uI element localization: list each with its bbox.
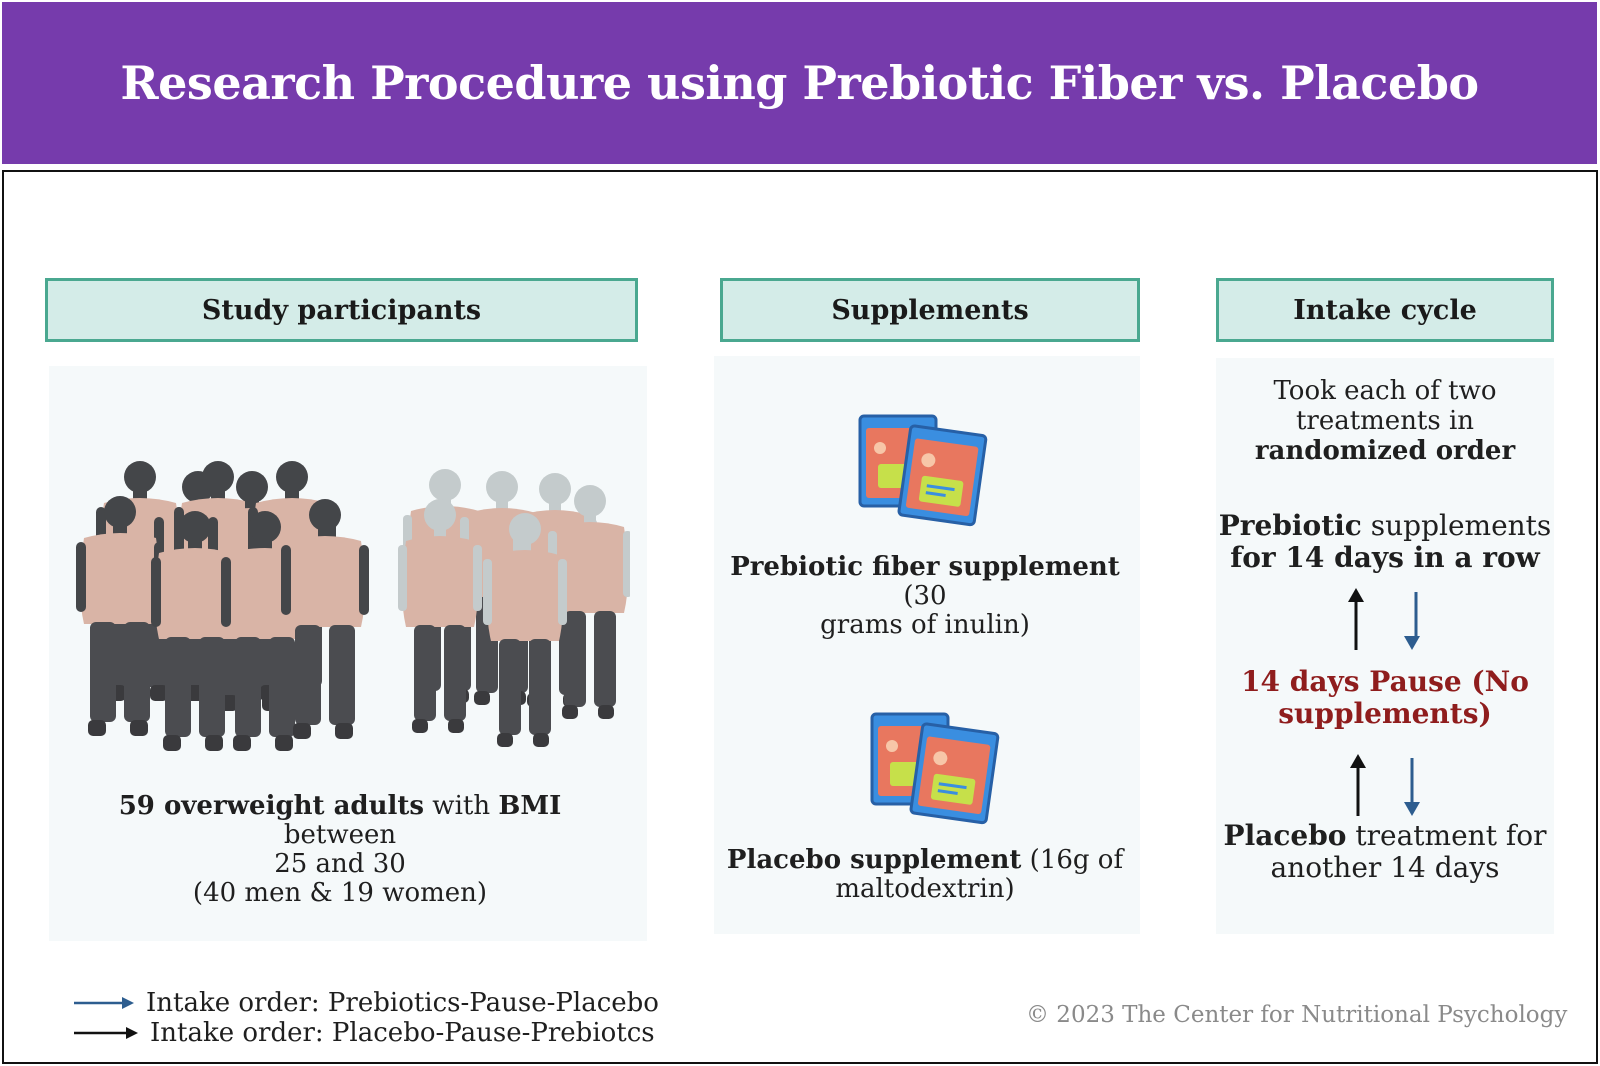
supplements-heading-label: Supplements bbox=[831, 294, 1029, 326]
prebiotic-step-line1: Prebiotic supplements bbox=[1216, 510, 1554, 542]
title-banner: Research Procedure using Prebiotic Fiber… bbox=[2, 2, 1597, 164]
legend-item-black: Intake order: Placebo-Pause-Prebiotcs bbox=[72, 1018, 655, 1048]
participants-caption-line1: 59 overweight adults with BMI between bbox=[60, 792, 620, 850]
placebo-caption: Placebo supplement (16g of maltodextrin) bbox=[715, 846, 1135, 904]
participants-heading: Study participants bbox=[45, 278, 638, 342]
pause-step: 14 days Pause (No supplements) bbox=[1216, 666, 1554, 730]
down-arrow-head-icon bbox=[1404, 802, 1420, 816]
prebiotic-caption: Prebiotic fiber supplement (30 grams of … bbox=[715, 553, 1135, 640]
cycle-arrows-lower bbox=[1350, 754, 1420, 816]
pause-line: 14 days Pause (No bbox=[1241, 665, 1529, 698]
intake-intro-line: treatments in bbox=[1295, 406, 1475, 436]
placebo-step: Placebo treatment for another 14 days bbox=[1216, 820, 1554, 884]
placebo-package-icon bbox=[870, 712, 1000, 825]
intake-heading: Intake cycle bbox=[1216, 278, 1554, 342]
prebiotic-caption-line1: Prebiotic fiber supplement (30 bbox=[715, 553, 1135, 611]
placebo-supplement-label: Placebo supplement bbox=[726, 845, 1022, 875]
placebo-caption-line1: Placebo supplement (16g of bbox=[715, 846, 1135, 875]
legend-label: Intake order: Placebo-Pause-Prebiotcs bbox=[150, 1018, 655, 1048]
participant-count: 59 overweight adults bbox=[118, 791, 425, 821]
placebo-dose: maltodextrin) bbox=[835, 874, 1015, 904]
participants-illustration bbox=[76, 461, 630, 751]
intake-intro: Took each of two treatments in randomize… bbox=[1216, 376, 1554, 466]
bmi-range: 25 and 30 bbox=[274, 849, 406, 879]
page-title: Research Procedure using Prebiotic Fiber… bbox=[120, 56, 1479, 110]
prebiotic-step-label: Prebiotic bbox=[1218, 509, 1362, 542]
caption-text: (30 bbox=[903, 581, 947, 611]
caption-text: (16g of bbox=[1021, 845, 1124, 875]
up-arrow-head-icon bbox=[1348, 588, 1364, 602]
intake-heading-label: Intake cycle bbox=[1293, 294, 1477, 326]
supplements-heading: Supplements bbox=[720, 278, 1140, 342]
up-arrow-head-icon bbox=[1350, 754, 1366, 768]
step-text: treatment for bbox=[1346, 819, 1547, 852]
cycle-arrows-upper bbox=[1348, 588, 1420, 650]
intake-panel: Took each of two treatments in randomize… bbox=[1216, 358, 1554, 934]
down-arrow-head-icon bbox=[1404, 636, 1420, 650]
step-text: supplements bbox=[1361, 509, 1552, 542]
legend-label: Intake order: Prebiotics-Pause-Placebo bbox=[146, 988, 659, 1018]
content-frame bbox=[2, 170, 1598, 1064]
caption-text: between bbox=[283, 820, 397, 850]
bmi-label: BMI bbox=[498, 791, 562, 821]
blue-arrow-icon bbox=[74, 997, 134, 1009]
prebiotic-step: Prebiotic supplements for 14 days in a r… bbox=[1216, 510, 1554, 574]
caption-text: with bbox=[424, 791, 499, 821]
legend-item-blue: Intake order: Prebiotics-Pause-Placebo bbox=[72, 988, 659, 1018]
prebiotic-duration: for 14 days in a row bbox=[1230, 541, 1540, 574]
placebo-step-line1: Placebo treatment for bbox=[1216, 820, 1554, 852]
gender-split: (40 men & 19 women) bbox=[192, 878, 488, 908]
prebiotic-supplement-label: Prebiotic fiber supplement bbox=[730, 552, 1120, 582]
placebo-step-label: Placebo bbox=[1223, 819, 1347, 852]
black-arrow-icon bbox=[74, 1027, 138, 1039]
intake-intro-line: Took each of two bbox=[1273, 376, 1497, 406]
participants-heading-label: Study participants bbox=[201, 294, 482, 326]
placebo-duration: another 14 days bbox=[1270, 851, 1500, 884]
prebiotic-package-icon bbox=[858, 414, 988, 527]
pause-line: supplements) bbox=[1278, 697, 1492, 730]
prebiotic-dose: grams of inulin) bbox=[820, 610, 1030, 640]
participants-caption: 59 overweight adults with BMI between 25… bbox=[60, 792, 620, 908]
copyright-notice: © 2023 The Center for Nutritional Psycho… bbox=[1026, 1002, 1568, 1028]
randomized-order-label: randomized order bbox=[1254, 436, 1516, 466]
